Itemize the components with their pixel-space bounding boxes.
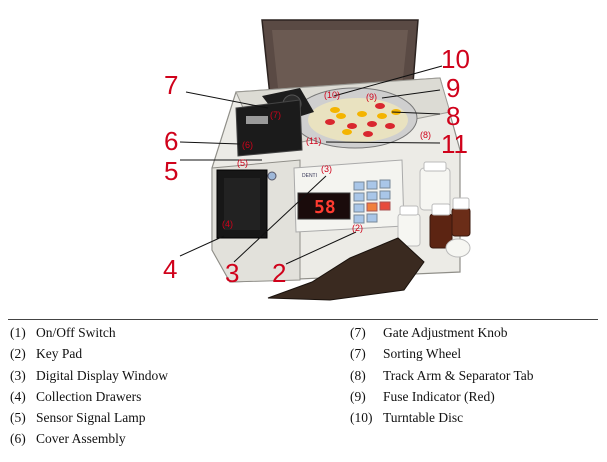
small-label-9: (9) — [366, 92, 377, 102]
legend-num: (8) — [350, 367, 366, 383]
legend-item: (7) Gate Adjustment Knob — [350, 322, 534, 343]
callout-10: 10 — [441, 44, 470, 74]
small-label-4: (4) — [222, 219, 233, 229]
legend-num: (7) — [350, 346, 366, 362]
device-figure: DENTI 58 — [163, 19, 471, 301]
legend-label: Sorting Wheel — [383, 346, 462, 362]
callout-6: 6 — [164, 126, 178, 156]
digital-display — [297, 192, 351, 220]
legend-item: (1) On/Off Switch — [10, 322, 168, 343]
callout-11: 11 — [441, 129, 468, 159]
counting-tray — [267, 237, 425, 301]
panel-brand: DENTI — [302, 173, 317, 179]
callout-8: 8 — [446, 101, 460, 131]
divider — [8, 319, 598, 320]
legend-item: (9) Fuse Indicator (Red) — [350, 386, 534, 407]
callout-9: 9 — [446, 73, 460, 103]
legend-item: (10) Turntable Disc — [350, 407, 534, 428]
legend-item: (2) Key Pad — [10, 343, 168, 364]
key-pad — [353, 179, 391, 224]
callout-4: 4 — [163, 254, 177, 284]
small-label-5: (5) — [237, 158, 248, 168]
legend-label: Collection Drawers — [36, 388, 142, 404]
legend-label: Digital Display Window — [36, 367, 168, 383]
legend-num: (2) — [10, 346, 26, 362]
legend-item: (6) Cover Assembly — [10, 428, 168, 449]
legend-num: (6) — [10, 431, 26, 447]
legend-label: Fuse Indicator (Red) — [383, 388, 495, 404]
sensor-lamp — [267, 171, 277, 181]
legend-num: (4) — [10, 388, 26, 404]
legend-num: (5) — [10, 410, 26, 426]
legend-label: Gate Adjustment Knob — [383, 325, 508, 340]
legend-label: Cover Assembly — [36, 431, 126, 447]
legend-label: Track Arm & Separator Tab — [383, 367, 534, 383]
callout-2: 2 — [272, 258, 286, 288]
small-label-3: (3) — [321, 164, 332, 174]
callout-5: 5 — [164, 156, 178, 186]
legend-item: (4) Collection Drawers — [10, 386, 168, 407]
legend-num: (7) — [350, 325, 366, 340]
legend-num: (10) — [350, 410, 373, 426]
legend-num: (9) — [350, 388, 366, 404]
small-label-10: (10) — [324, 90, 340, 100]
legend-item: (3) Digital Display Window — [10, 365, 168, 386]
display-value: 58 — [314, 197, 336, 218]
legend-item: (5) Sensor Signal Lamp — [10, 407, 168, 428]
leader-lines — [179, 65, 443, 265]
legend-left: (1) On/Off Switch (2) Key Pad (3) Digital D… — [10, 322, 168, 450]
cover-lid — [261, 19, 419, 97]
legend-num: (1) — [10, 325, 26, 340]
cover-assembly — [235, 99, 303, 157]
callout-7: 7 — [164, 70, 178, 100]
legend-right: (7) Gate Adjustment Knob (7) Sorting Wheel… — [350, 322, 534, 428]
collection-drawer — [216, 169, 268, 239]
small-label-2: (2) — [352, 223, 363, 233]
legend-label: Sensor Signal Lamp — [36, 410, 146, 426]
legend-label: On/Off Switch — [36, 325, 116, 340]
small-label-6: (6) — [242, 140, 253, 150]
legend-label: Key Pad — [36, 346, 83, 362]
legend-num: (3) — [10, 367, 26, 383]
callout-3: 3 — [225, 258, 239, 288]
small-label-11: (11) — [306, 136, 321, 146]
small-label-7: (7) — [270, 110, 281, 120]
bottles — [397, 161, 471, 258]
small-label-8: (8) — [420, 130, 431, 140]
legend-item: (7) Sorting Wheel — [350, 343, 534, 364]
legend-item: (8) Track Arm & Separator Tab — [350, 365, 534, 386]
legend-label: Turntable Disc — [383, 410, 464, 426]
